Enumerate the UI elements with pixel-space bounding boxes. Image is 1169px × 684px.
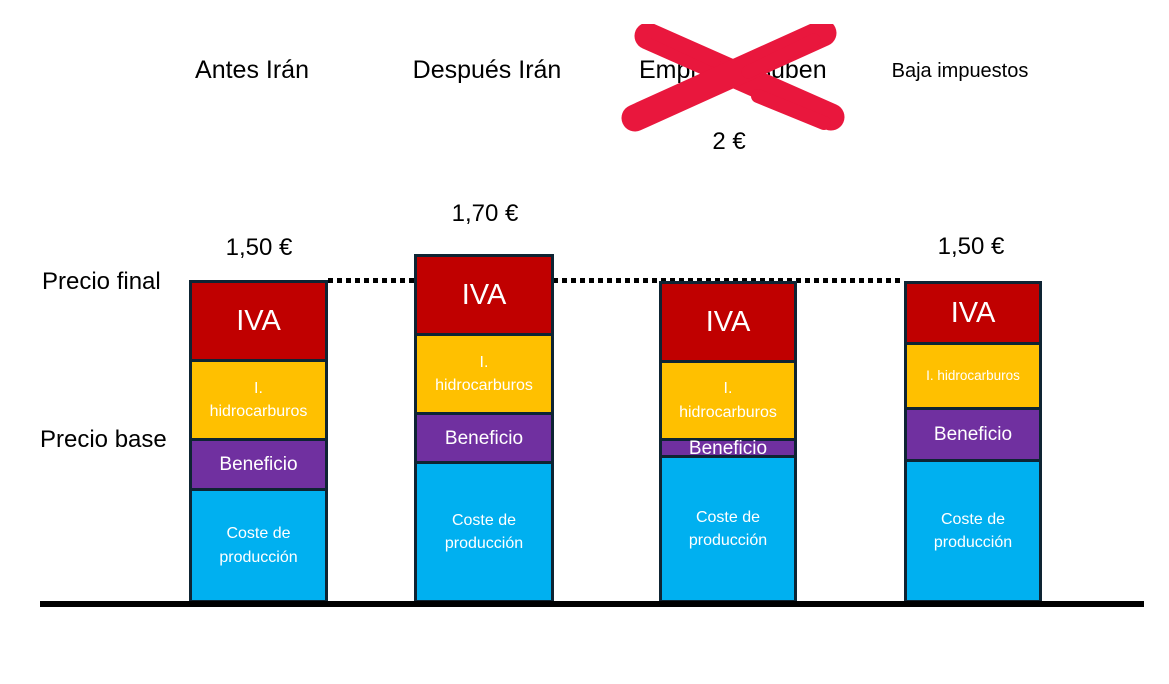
segment-label: Beneficio <box>688 437 768 459</box>
segment-hidrocarburos-bar-1: I. hidrocarburos <box>192 359 325 438</box>
segment-beneficio-bar-4: Beneficio <box>907 407 1039 459</box>
segment-label: IVA <box>461 278 507 311</box>
column-header-baja-impuestos: Baja impuestos <box>891 60 1029 82</box>
segment-label: Coste de producción <box>444 511 524 552</box>
segment-beneficio-bar-2: Beneficio <box>417 412 551 461</box>
segment-label: Coste de producción <box>219 525 298 566</box>
segment-iva-bar-1: IVA <box>192 283 325 359</box>
segment-iva-bar-2: IVA <box>417 257 551 333</box>
segment-label: Beneficio <box>219 454 298 475</box>
segment-label: Beneficio <box>444 427 524 449</box>
segment-iva-bar-3: IVA <box>662 284 794 360</box>
segment-label: IVA <box>950 296 996 329</box>
segment-label: IVA <box>236 304 281 337</box>
segment-hidrocarburos-bar-2: I. hidrocarburos <box>417 333 551 412</box>
segment-coste-bar-2: Coste de producción <box>417 461 551 600</box>
cross-out-icon <box>621 24 845 132</box>
segment-label: I. hidrocarburos <box>679 380 777 421</box>
segment-label: I. hidrocarburos <box>926 367 1020 383</box>
segment-coste-bar-3: Coste de producción <box>662 455 794 600</box>
segment-label: IVA <box>705 305 751 338</box>
segment-label: Coste de producción <box>688 508 768 549</box>
segment-coste-bar-4: Coste de producción <box>907 459 1039 600</box>
segment-iva-bar-4: IVA <box>907 284 1039 342</box>
column-header-despues-iran: Después Irán <box>412 56 562 84</box>
price-label-empresas-suben: 2 € <box>712 128 746 155</box>
segment-hidrocarburos-bar-3: I. hidrocarburos <box>662 360 794 438</box>
segment-label: I. hidrocarburos <box>209 379 308 420</box>
segment-label: Beneficio <box>933 424 1013 445</box>
axis-label-precio-base: Precio base <box>40 426 167 453</box>
segment-hidrocarburos-bar-4: I. hidrocarburos <box>907 342 1039 407</box>
baseline-axis <box>40 601 1144 607</box>
price-label-antes-iran: 1,50 € <box>225 234 293 261</box>
segment-beneficio-bar-3: Beneficio <box>662 437 794 459</box>
price-label-baja-impuestos: 1,50 € <box>937 233 1005 260</box>
segment-beneficio-bar-1: Beneficio <box>192 438 325 488</box>
segment-label: Coste de producción <box>933 510 1013 551</box>
segment-coste-bar-1: Coste de producción <box>192 488 325 600</box>
segment-label: I. hidrocarburos <box>435 353 533 394</box>
column-header-antes-iran: Antes Irán <box>195 56 309 84</box>
price-label-despues-iran: 1,70 € <box>451 200 519 227</box>
dotted-reference-line <box>328 278 904 283</box>
axis-label-precio-final: Precio final <box>42 268 161 295</box>
